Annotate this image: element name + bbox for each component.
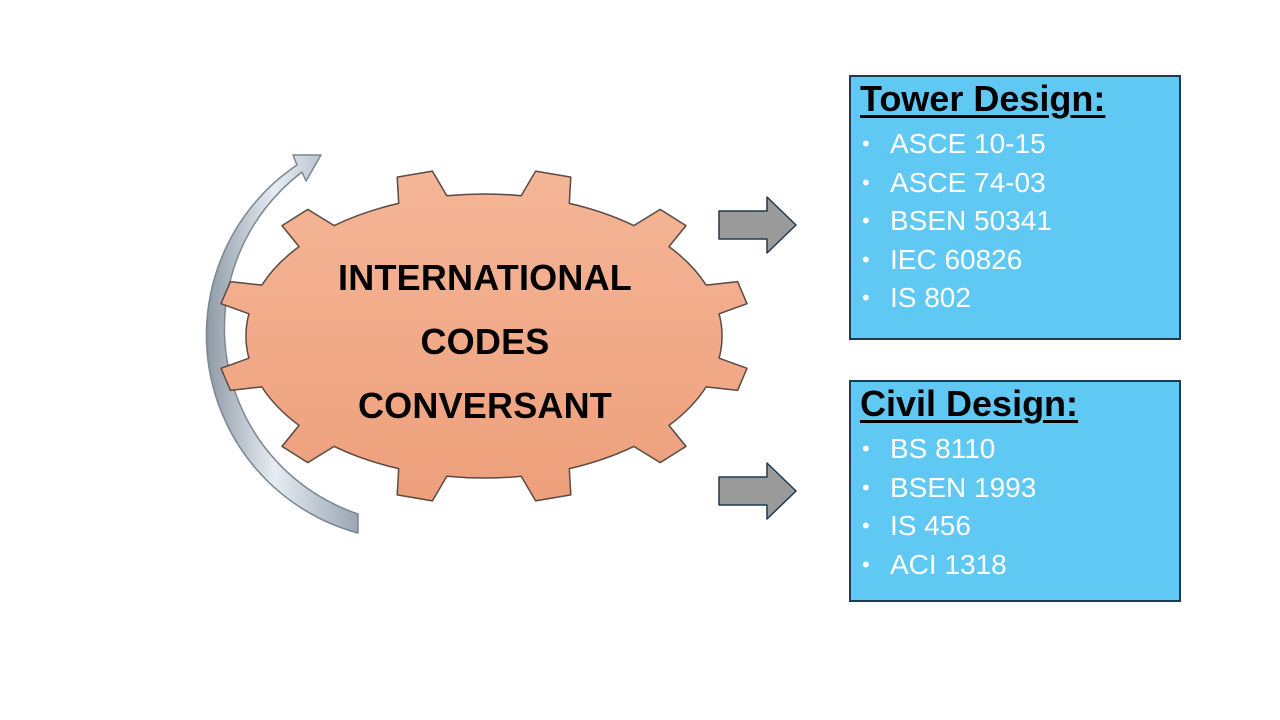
list-item-label: ASCE 10-15 (890, 128, 1046, 159)
bullet-icon: • (862, 436, 870, 461)
gear-label: INTERNATIONAL CODES CONVERSANT (300, 246, 670, 438)
list-item: • BSEN 50341 (860, 202, 1179, 241)
bullet-icon: • (862, 246, 870, 272)
gear-icon (220, 170, 748, 502)
list-item: • IEC 60826 (860, 241, 1179, 280)
list-item-label: BSEN 50341 (890, 205, 1052, 236)
bullet-icon: • (862, 169, 870, 195)
arrow-right-icon-top (718, 196, 797, 254)
bullet-icon: • (862, 551, 870, 577)
list-item: • ACI 1318 (860, 546, 1179, 585)
tower-design-list: • ASCE 10-15 • ASCE 74-03 • BSEN 50341 • IEC… (860, 125, 1179, 318)
bullet-icon: • (862, 285, 870, 310)
list-item: • ASCE 10-15 (860, 125, 1179, 164)
list-item-label: BS 8110 (890, 433, 996, 464)
bullet-icon: • (862, 131, 870, 156)
bullet-icon: • (862, 208, 870, 233)
list-item-label: ASCE 74-03 (890, 166, 1046, 198)
gear-label-line-1: INTERNATIONAL (338, 257, 632, 298)
list-item-label: ACI 1318 (890, 548, 1007, 580)
list-item-label: BSEN 1993 (890, 471, 1037, 503)
tower-design-box: Tower Design: • ASCE 10-15 • ASCE 74-03 • B… (849, 75, 1181, 340)
gear-label-line-3: CONVERSANT (357, 385, 613, 426)
list-item: • ASCE 74-03 (860, 164, 1179, 203)
list-item: • IS 802 (860, 279, 1179, 318)
list-item-label: IEC 60826 (890, 243, 1023, 275)
list-item: • BSEN 1993 (860, 469, 1179, 508)
civil-design-list: • BS 8110 • BSEN 1993 • IS 456 • ACI 1318 (860, 430, 1179, 584)
bullet-icon: • (862, 474, 870, 500)
gear-label-line-2: CODES (420, 321, 550, 362)
arrow-right-icon-bottom (718, 462, 797, 520)
curved-arrow-icon (205, 154, 359, 534)
list-item: • BS 8110 (860, 430, 1179, 469)
list-item: • IS 456 (860, 507, 1179, 546)
tower-design-title: Tower Design: (860, 78, 1106, 119)
civil-design-title: Civil Design: (860, 383, 1079, 424)
list-item-label: IS 456 (890, 510, 971, 541)
civil-design-box: Civil Design: • BS 8110 • BSEN 1993 • IS 45… (849, 380, 1181, 602)
list-item-label: IS 802 (890, 282, 971, 313)
bullet-icon: • (862, 513, 870, 538)
